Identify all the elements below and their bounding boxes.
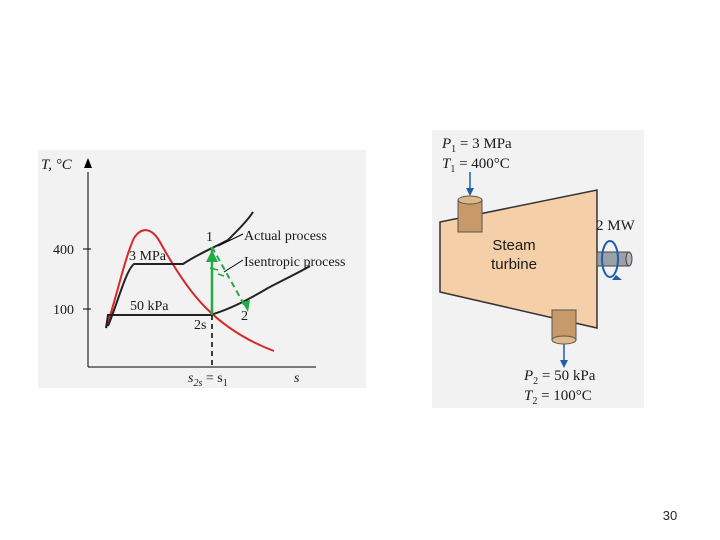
rotation-arrow-icon — [601, 240, 619, 278]
isentropic-process-label: Isentropic process — [244, 255, 345, 270]
t1-label: T1 = 400°C — [442, 156, 510, 175]
turbine-diagram: P1 = 3 MPa T1 = 400°C Steam turbine 2 MW… — [439, 136, 636, 407]
turbine-body-line2: turbine — [491, 256, 537, 273]
state1-label: 1 — [206, 230, 213, 245]
t-tick-100: 100 — [53, 303, 74, 318]
isobar-50kpa — [105, 265, 311, 329]
t-tick-400: 400 — [53, 243, 74, 258]
isobar-low-label: 50 kPa — [130, 299, 169, 314]
outlet-arrow-icon — [560, 360, 568, 368]
turbine-body-line1: Steam — [492, 237, 535, 254]
slide-number: 30 — [662, 508, 678, 523]
ts-diagram: T, °C s 400 100 3 MPa 50 kPa 1 2 2s — [41, 157, 345, 389]
actual-process-label: Actual process — [244, 229, 327, 244]
p2-label: P2 = 50 kPa — [523, 368, 596, 387]
isentropic-arrow-icon — [206, 250, 218, 262]
outlet-pipe — [551, 309, 577, 341]
s-axis-label: s — [294, 371, 300, 386]
state2-label: 2 — [241, 309, 248, 324]
ts-diagram-panel: T, °C s 400 100 3 MPa 50 kPa 1 2 2s — [38, 150, 366, 389]
t2-label: T2 = 100°C — [524, 388, 592, 407]
t-axis-label: T, °C — [41, 157, 73, 173]
turbine-diagram-panel: P1 = 3 MPa T1 = 400°C Steam turbine 2 MW… — [432, 130, 644, 408]
saturation-dome — [105, 229, 275, 352]
isobar-high-label: 3 MPa — [129, 249, 167, 264]
actual-process-line — [211, 246, 247, 309]
actual-process-arrow-icon — [242, 300, 250, 312]
isobar-3mpa — [107, 211, 254, 327]
power-label: 2 MW — [596, 218, 636, 234]
state2s-label: 2s — [194, 318, 206, 333]
s-equality-label: s2s = s1 — [188, 371, 228, 389]
p1-label: P1 = 3 MPa — [441, 136, 512, 155]
inlet-arrow-icon — [466, 188, 474, 196]
t-axis-arrow-icon — [84, 158, 92, 168]
inlet-pipe — [457, 199, 483, 233]
